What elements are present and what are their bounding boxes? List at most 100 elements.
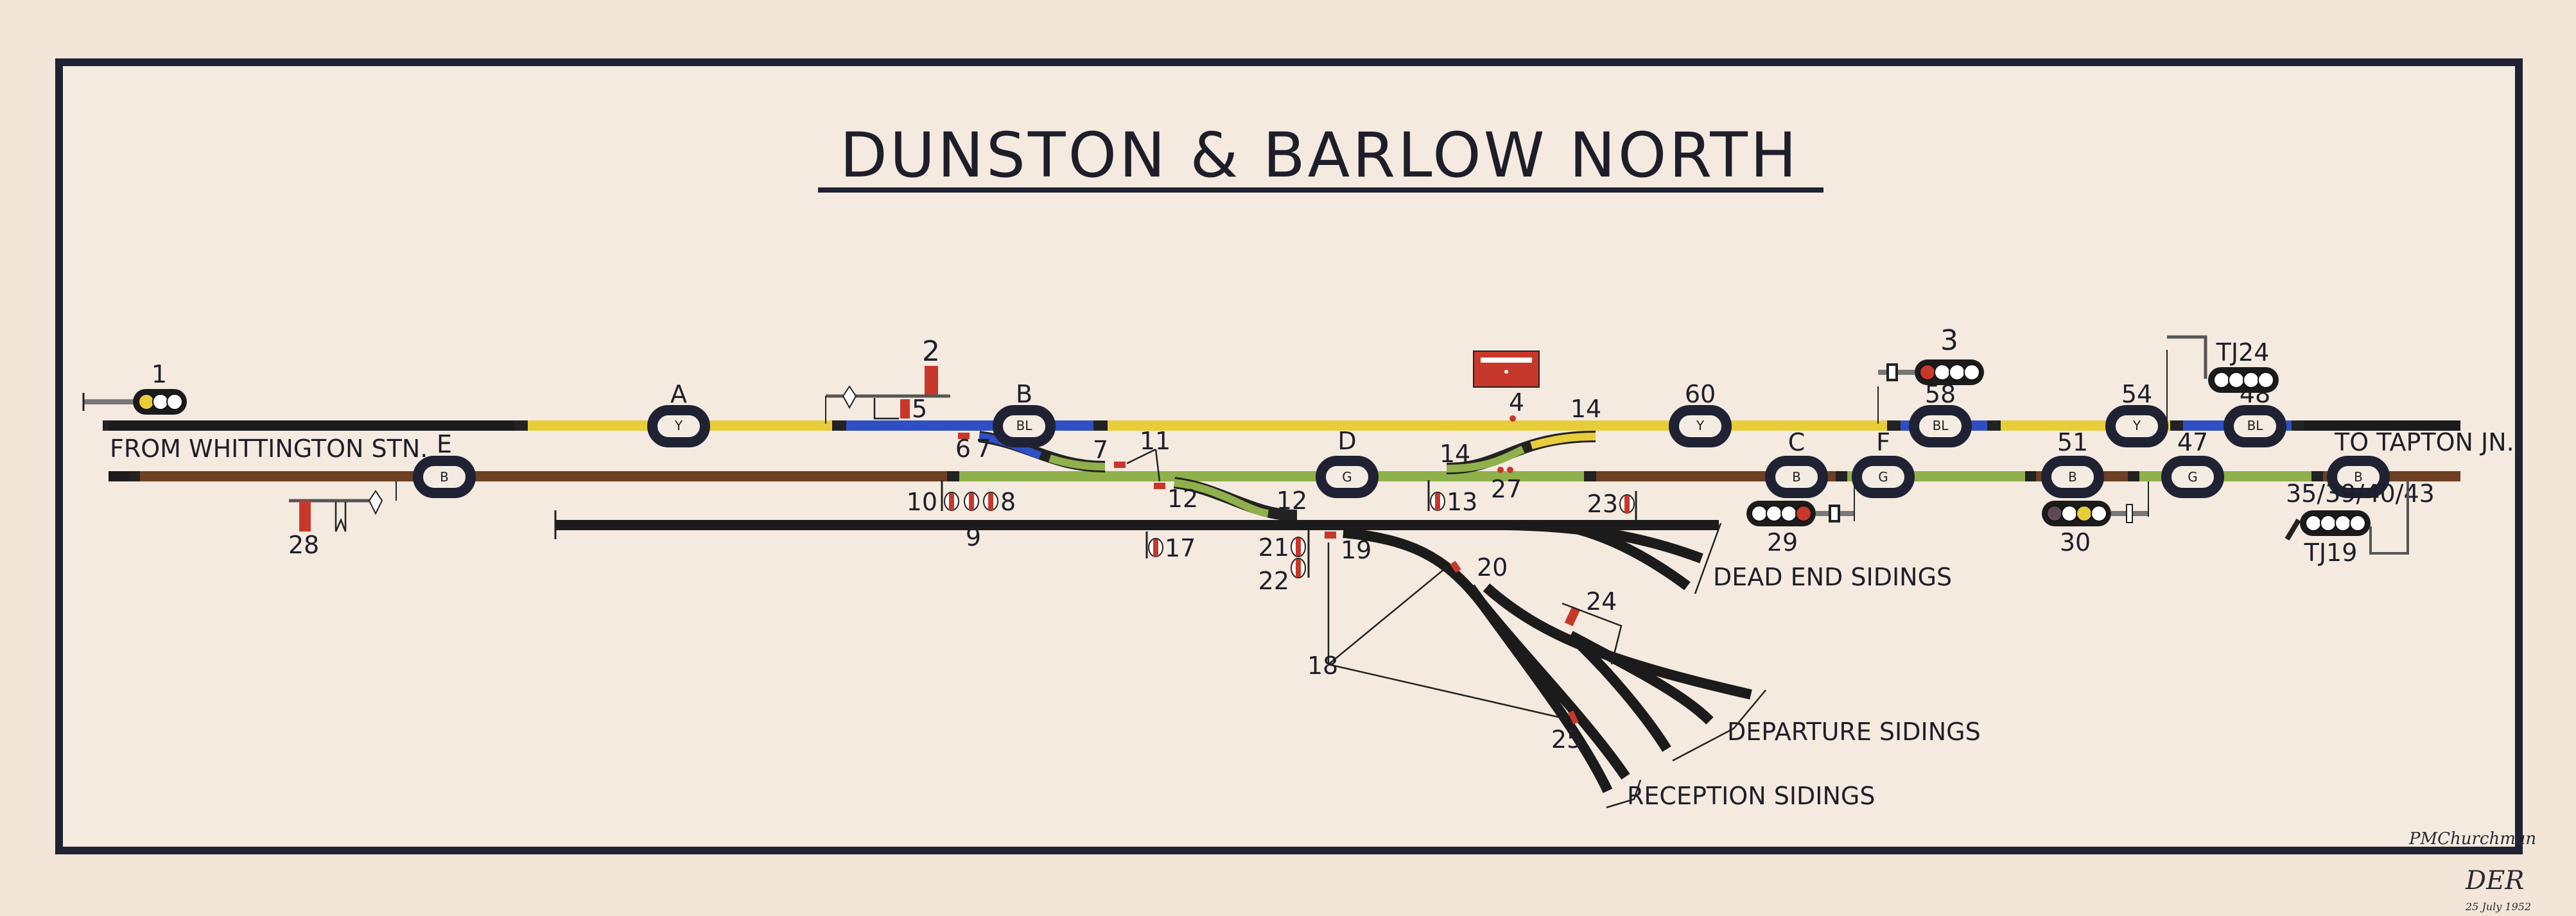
svg-text:11: 11 <box>1140 427 1171 455</box>
svg-text:51: 51 <box>2057 428 2088 456</box>
svg-text:17: 17 <box>1165 534 1196 562</box>
tapton-levers-label: 35/39/40/43 <box>2286 480 2435 508</box>
svg-text:28: 28 <box>288 531 319 559</box>
svg-text:22: 22 <box>1258 567 1289 595</box>
track-circuit-B: BLB <box>993 380 1056 447</box>
svg-text:20: 20 <box>1477 553 1508 582</box>
points-12-label: 12 <box>1167 485 1198 513</box>
svg-text:E: E <box>437 430 452 458</box>
svg-text:25: 25 <box>1551 725 1582 754</box>
svg-text:3: 3 <box>1940 324 1958 357</box>
svg-text:5: 5 <box>912 395 927 423</box>
svg-text:A: A <box>670 380 687 408</box>
svg-text:27: 27 <box>1491 475 1522 503</box>
svg-text:1: 1 <box>152 360 167 388</box>
svg-text:TJ24: TJ24 <box>2216 338 2270 367</box>
svg-text:19: 19 <box>1341 536 1371 564</box>
dead-end-sidings-label: DEAD END SIDINGS <box>1713 563 1952 591</box>
dead-end-siding <box>1506 520 1703 564</box>
track-circuit-C: BC <box>1765 428 1828 498</box>
signal-11: 11 <box>1114 427 1171 489</box>
reception-siding <box>1466 584 1613 793</box>
svg-text:24: 24 <box>1586 587 1617 616</box>
svg-text:9: 9 <box>966 523 981 551</box>
signal-24: 24 <box>1562 587 1623 665</box>
svg-text:4: 4 <box>1509 388 1524 417</box>
to-label: TO TAPTON JN. <box>2334 428 2514 456</box>
signal-7-label: 7 <box>976 435 991 463</box>
svg-text:C: C <box>1788 428 1806 456</box>
signal-tj24: TJ24 <box>2166 335 2279 424</box>
svg-text:29: 29 <box>1767 528 1798 557</box>
svg-text:Y: Y <box>2132 418 2141 433</box>
points-12-label: 12 <box>1276 487 1307 515</box>
signal-23: 23 <box>1587 490 1637 521</box>
signal-3: 3 <box>1877 324 1984 424</box>
signal-4: 4 14 <box>1473 350 1601 423</box>
track-circuit-47: G 47 <box>2161 428 2224 498</box>
svg-text:G: G <box>1342 469 1352 485</box>
reception-sidings-label: RECEPTION SIDINGS <box>1627 782 1875 810</box>
track-circuit-D: GD <box>1316 427 1379 498</box>
maker-signature: PMChurchman <box>2408 829 2536 849</box>
signal-5: 5 <box>873 395 927 423</box>
dead-end-siding <box>1557 520 1691 591</box>
svg-text:Y: Y <box>674 418 683 433</box>
signal-8-9-10: 10 8 9 <box>907 480 1016 551</box>
track-circuit-A: YA <box>647 380 710 447</box>
svg-text:D: D <box>1337 427 1356 455</box>
svg-text:BL: BL <box>2247 418 2264 433</box>
svg-text:30: 30 <box>2060 528 2091 557</box>
svg-text:8: 8 <box>1000 488 1016 516</box>
signal-18: 18 <box>1307 542 1567 720</box>
svg-text:Y: Y <box>1696 418 1705 433</box>
track-circuit-54: Y 54 <box>2105 380 2168 447</box>
siding-brackets <box>1606 523 1766 809</box>
points-14-label: 14 <box>1440 440 1470 468</box>
signal-27: 27 <box>1491 467 1522 503</box>
signal-25: 25 <box>1551 710 1582 754</box>
svg-text:14: 14 <box>1571 395 1601 423</box>
signal-28: 28 <box>288 481 397 559</box>
svg-text:10: 10 <box>907 488 937 516</box>
svg-text:F: F <box>1876 428 1890 456</box>
track-circuit-E: BE <box>413 430 476 498</box>
svg-text:BL: BL <box>1933 418 1949 433</box>
approval-date: 25 July 1952 <box>2465 901 2531 913</box>
svg-text:G: G <box>2188 469 2198 485</box>
departure-sidings-label: DEPARTURE SIDINGS <box>1727 718 1981 746</box>
svg-text:B: B <box>440 469 449 485</box>
from-label: FROM WHITTINGTON STN. <box>110 435 428 463</box>
points-7-label: 7 <box>1093 436 1108 464</box>
signal-13: 13 <box>1427 480 1477 516</box>
approval-initials: DER <box>2465 866 2524 895</box>
svg-text:21: 21 <box>1258 533 1289 562</box>
svg-text:2: 2 <box>922 335 940 368</box>
track-circuit-51: B 51 <box>2041 428 2104 498</box>
svg-text:60: 60 <box>1685 380 1716 408</box>
signal-6-label: 6 <box>955 435 971 463</box>
signal-20: 20 <box>1450 553 1508 582</box>
svg-text:54: 54 <box>2121 380 2152 408</box>
signal-29: 29 <box>1746 481 1855 557</box>
signal-17: 17 <box>1145 531 1196 562</box>
svg-text:B: B <box>1792 469 1801 485</box>
svg-text:B: B <box>2354 469 2363 485</box>
track-circuit-60: Y 60 <box>1669 380 1732 447</box>
track-circuit-tapton: B <box>2327 456 2390 498</box>
svg-text:47: 47 <box>2177 428 2208 456</box>
departure-siding <box>1568 630 1714 725</box>
signal-21-22: 21 22 <box>1258 530 1310 595</box>
track-circuit-F: GF <box>1852 428 1915 498</box>
svg-text:B: B <box>2068 469 2077 485</box>
diagram-border <box>55 58 2523 854</box>
signal-tj19: 35/39/40/43 TJ19 <box>2284 480 2435 567</box>
svg-text:TJ19: TJ19 <box>2304 539 2358 567</box>
svg-text:BL: BL <box>1016 418 1033 433</box>
signal-2: 2 <box>825 335 950 424</box>
svg-text:G: G <box>1878 469 1888 485</box>
signal-1: 1 <box>82 360 187 415</box>
signal-30: 30 <box>2042 481 2149 557</box>
